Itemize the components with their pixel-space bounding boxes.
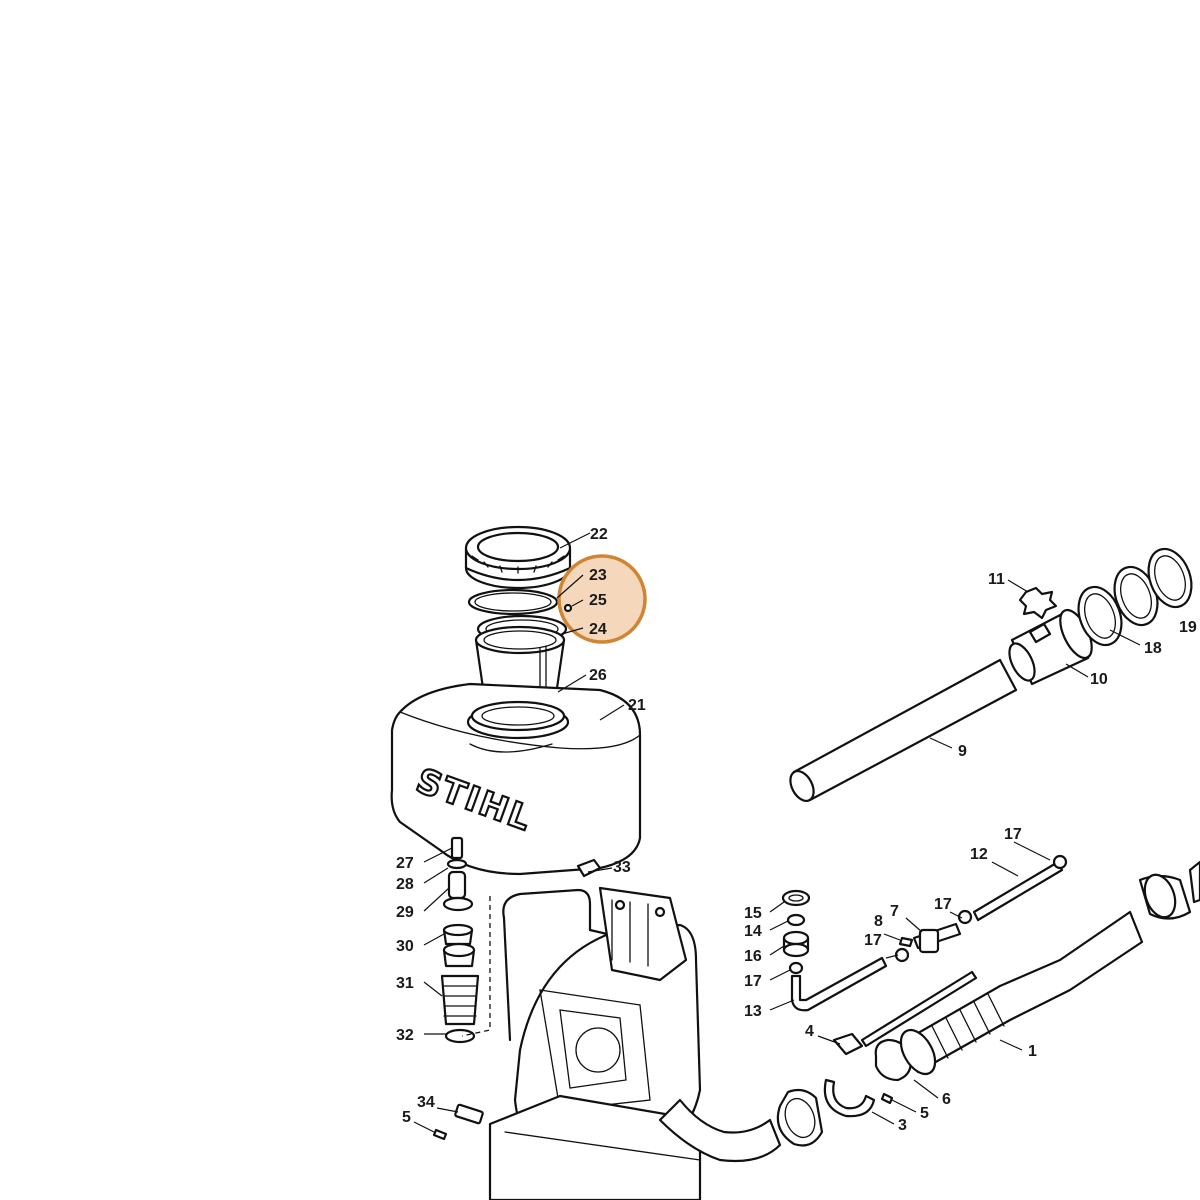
callout-30: 30 — [396, 938, 414, 955]
leader-lines — [413, 532, 1141, 1133]
callout-10: 10 — [1090, 671, 1108, 688]
callout-11: 11 — [988, 571, 1005, 588]
valve — [894, 922, 962, 963]
callout-14: 14 — [744, 923, 762, 940]
elbow-pieces — [1138, 860, 1200, 920]
spray-hose — [957, 854, 1068, 925]
callout-17-valve: 17 — [864, 932, 882, 949]
callout-32: 32 — [396, 1027, 414, 1044]
callout-19: 19 — [1179, 619, 1197, 636]
screen-discs — [1077, 547, 1193, 647]
callout-22: 22 — [590, 526, 608, 543]
callout-1: 1 — [1028, 1043, 1037, 1060]
screw — [432, 1128, 448, 1141]
plate — [454, 1103, 484, 1125]
callout-24: 24 — [589, 621, 607, 638]
callout-25: 25 — [589, 592, 607, 609]
callout-21: 21 — [628, 697, 646, 714]
callout-15: 15 — [744, 905, 762, 922]
callout-6: 6 — [942, 1091, 951, 1108]
callout-3: 3 — [898, 1117, 907, 1134]
callout-34: 34 — [417, 1094, 435, 1111]
callout-17-right: 17 — [934, 896, 952, 913]
tank-outlet-parts — [440, 836, 491, 1044]
callout-29: 29 — [396, 904, 414, 921]
spray-tank: STIHL — [390, 682, 642, 878]
callout-18: 18 — [1144, 640, 1162, 657]
callout-5-right: 5 — [920, 1105, 929, 1122]
callout-33: 33 — [613, 859, 631, 876]
callout-26: 26 — [589, 667, 607, 684]
callout-28: 28 — [396, 876, 414, 893]
callout-13: 13 — [744, 1003, 762, 1020]
backpack-frame — [488, 886, 782, 1200]
callout-7: 7 — [890, 903, 899, 920]
callout-23: 23 — [589, 567, 607, 584]
wing-screw — [1018, 586, 1058, 620]
callout-27: 27 — [396, 855, 414, 872]
callout-31: 31 — [396, 975, 414, 992]
callout-9: 9 — [958, 743, 967, 760]
blow-tube — [789, 658, 1018, 802]
callout-4: 4 — [805, 1023, 814, 1040]
hose-fittings — [781, 889, 888, 1012]
small-ball — [563, 603, 573, 613]
callout-17-top: 17 — [1004, 826, 1022, 843]
callout-17-left: 17 — [744, 973, 762, 990]
seal-ring — [467, 588, 559, 616]
callout-12: 12 — [970, 846, 988, 863]
callout-labels: 22 23 25 24 26 21 27 28 29 30 31 32 33 3… — [396, 526, 1197, 1134]
callout-5-left: 5 — [402, 1109, 411, 1126]
callout-8: 8 — [874, 913, 883, 930]
flex-hose — [860, 910, 1144, 1076]
callout-16: 16 — [744, 948, 762, 965]
tank-cap — [464, 525, 572, 590]
clamp-parts — [776, 1032, 912, 1147]
